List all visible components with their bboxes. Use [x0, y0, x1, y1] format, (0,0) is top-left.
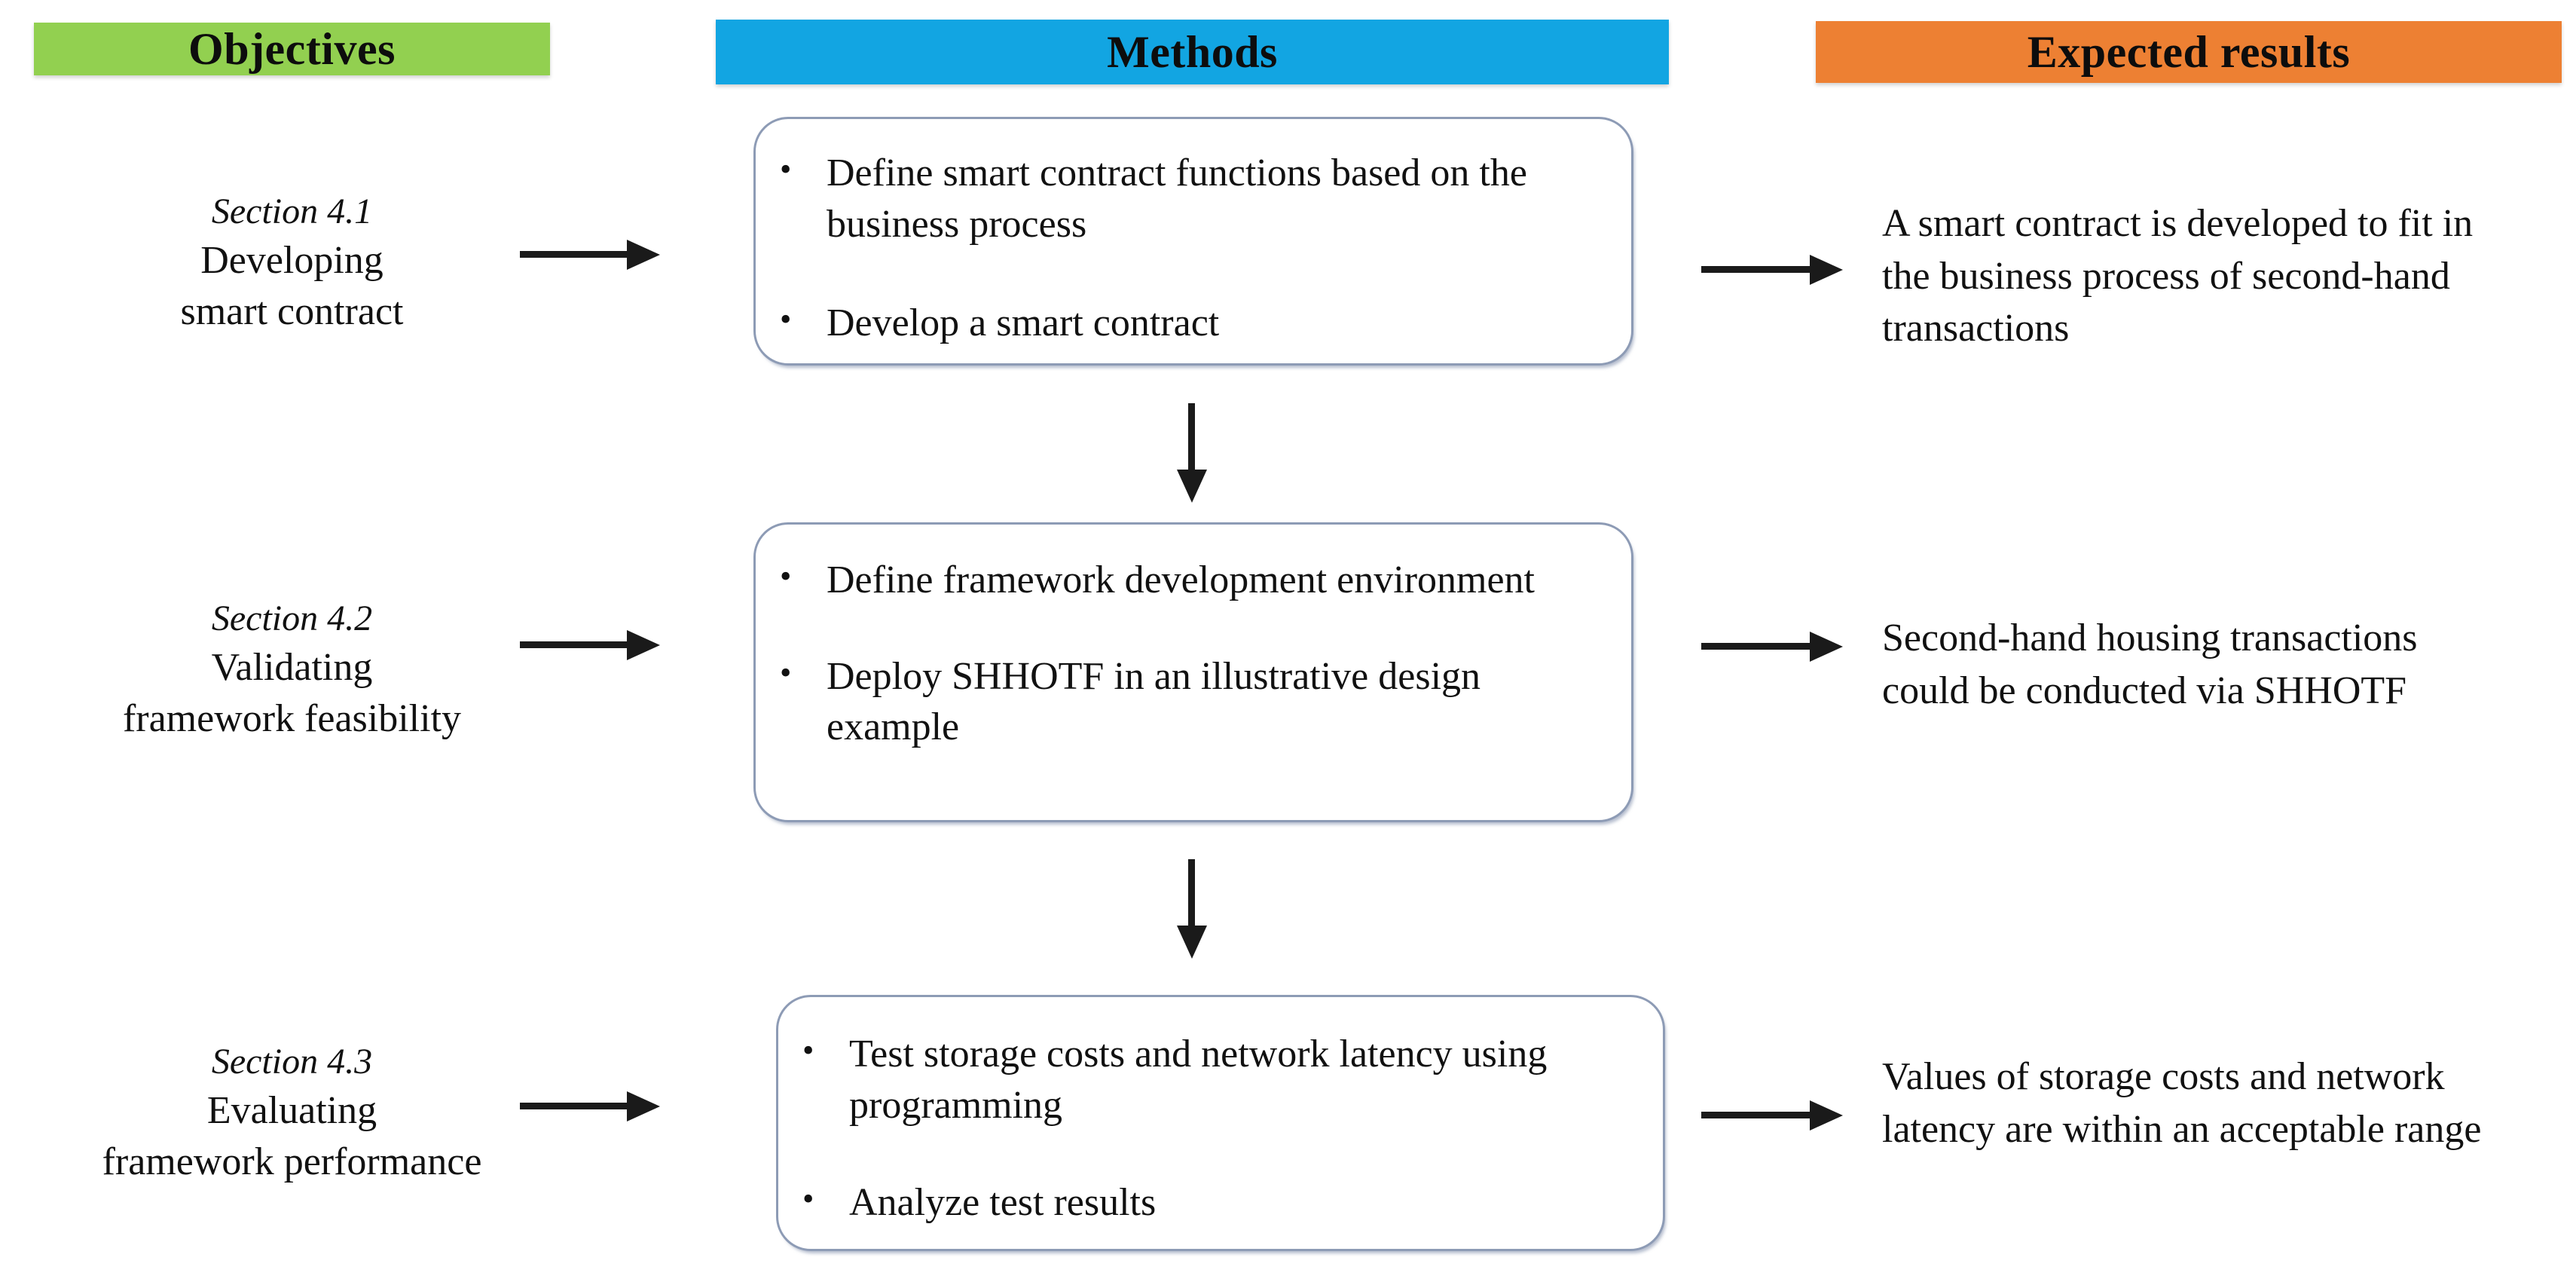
arrow-objective-to-method-1: [520, 240, 660, 270]
objective-section-3: Section 4.3: [211, 1042, 373, 1082]
bullet-icon: •: [780, 558, 792, 595]
arrow-objective-to-method-2: [520, 630, 660, 660]
column-header-expected-results-label: Expected results: [2027, 26, 2351, 77]
method-bullet-1-2: • Develop a smart contract: [771, 298, 1586, 349]
method-bullet-2-2-text: Deploy SHHOTF in an illustrative design …: [827, 654, 1481, 749]
bullet-icon: •: [780, 301, 792, 338]
column-header-objectives: Objectives: [34, 23, 550, 75]
method-bullet-2-1-text: Define framework development environment: [827, 558, 1535, 601]
objective-title-2-line2: framework feasibility: [122, 696, 462, 740]
arrow-method-to-result-2: [1701, 632, 1844, 662]
objective-row-2: Section 4.2 Validating framework feasibi…: [34, 595, 550, 745]
method-bullet-3-2-text: Analyze test results: [849, 1181, 1157, 1225]
objective-title-1-line1: Developing: [200, 239, 383, 283]
objective-row-1: Section 4.1 Developing smart contract: [34, 188, 550, 338]
bullet-icon: •: [802, 1032, 814, 1069]
method-bullet-1-1: • Define smart contract functions based …: [771, 148, 1586, 249]
objective-section-2: Section 4.2: [211, 598, 373, 638]
method-bullet-2-1: • Define framework development environme…: [771, 555, 1578, 606]
bullet-icon: •: [802, 1180, 814, 1218]
objective-row-3: Section 4.3 Evaluating framework perform…: [34, 1039, 550, 1188]
arrow-objective-to-method-3: [520, 1091, 660, 1121]
expected-result-3: Values of storage costs and network late…: [1882, 1055, 2482, 1151]
method-bullet-1-1-text: Define smart contract functions based on…: [827, 151, 1527, 246]
method-bullet-3-1-text: Test storage costs and network latency u…: [849, 1033, 1548, 1127]
method-bullet-3-1: • Test storage costs and network latency…: [793, 1029, 1610, 1131]
method-box-1: • Define smart contract functions based …: [753, 117, 1633, 366]
objective-title-1-line2: smart contract: [180, 289, 404, 333]
expected-result-2: Second-hand housing transactions could b…: [1882, 617, 2418, 712]
objective-title-3-line2: framework performance: [102, 1140, 482, 1183]
column-header-methods-label: Methods: [1107, 26, 1278, 77]
arrow-method-1-to-method-2: [1177, 403, 1207, 503]
arrow-method-to-result-1: [1701, 255, 1844, 285]
method-bullet-2-2: • Deploy SHHOTF in an illustrative desig…: [771, 651, 1578, 753]
objective-title-3-line1: Evaluating: [206, 1089, 377, 1133]
bullet-icon: •: [780, 653, 792, 691]
method-bullet-3-2: • Analyze test results: [793, 1177, 1610, 1229]
arrow-method-to-result-3: [1701, 1100, 1844, 1131]
method-box-2: • Define framework development environme…: [753, 522, 1633, 822]
objective-title-2-line1: Validating: [211, 646, 373, 690]
arrow-method-2-to-method-3: [1177, 859, 1207, 959]
method-box-3: • Test storage costs and network latency…: [776, 995, 1665, 1251]
objective-section-1: Section 4.1: [211, 191, 373, 231]
column-header-objectives-label: Objectives: [188, 23, 396, 74]
bullet-icon: •: [780, 151, 792, 188]
column-header-expected-results: Expected results: [1816, 21, 2562, 83]
expected-result-1: A smart contract is developed to fit in …: [1882, 202, 2474, 350]
method-bullet-1-2-text: Develop a smart contract: [827, 301, 1220, 345]
column-header-methods: Methods: [716, 20, 1669, 84]
